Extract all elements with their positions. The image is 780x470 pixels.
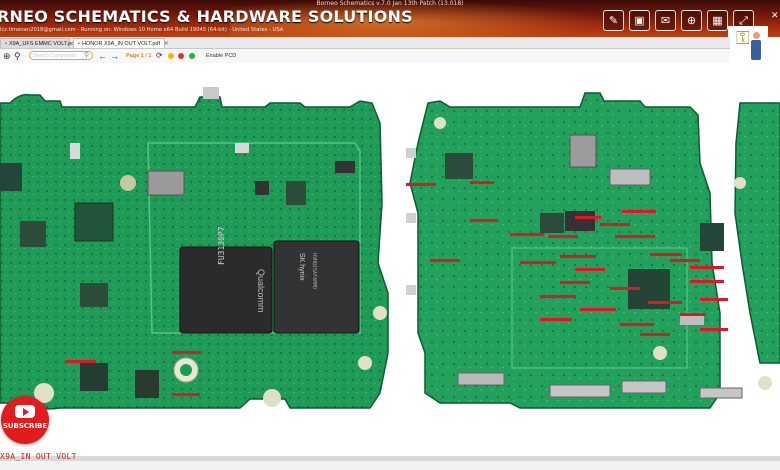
share-icon[interactable]: ⤢ bbox=[733, 10, 754, 31]
notes-icon[interactable]: ✎ bbox=[603, 10, 624, 31]
license-key-icon[interactable]: ⚿ bbox=[728, 26, 768, 68]
page-indicator: Page 1 / 1 bbox=[126, 53, 152, 59]
document-tabs: ▪X9A_UFS EMMC VOLT.pdf✕ ▪HONOR X9A_IN OU… bbox=[0, 37, 730, 49]
close-tab-icon[interactable]: ✕ bbox=[164, 41, 169, 47]
zoom-icon[interactable]: ⊕ bbox=[681, 10, 702, 31]
voltage-markers[interactable] bbox=[406, 181, 728, 336]
status-dot-red[interactable] bbox=[178, 53, 184, 59]
search-submit-icon[interactable]: ⚲ bbox=[84, 52, 90, 59]
close-icon[interactable]: ✕ bbox=[771, 10, 779, 20]
window-title: Borneo Schematics v.7.0 Jan 13th Patch (… bbox=[316, 0, 464, 7]
zoom-in-icon[interactable]: ⊕ bbox=[3, 51, 11, 61]
memory-chip bbox=[273, 240, 360, 334]
tab-emmc-volt[interactable]: ▪X9A_UFS EMMC VOLT.pdf✕ bbox=[0, 38, 84, 48]
youtube-play-icon bbox=[15, 405, 35, 418]
forward-arrow-icon[interactable]: → bbox=[110, 51, 119, 61]
pcb-view[interactable]: FU3130P7 Qualcomm SK hynix H9HQ15AFAMMD bbox=[0, 63, 780, 463]
search-icon[interactable]: ⚲ bbox=[14, 51, 21, 61]
chat-icon[interactable]: ✉ bbox=[655, 10, 676, 31]
status-dot-green[interactable] bbox=[189, 53, 195, 59]
viewer-toolbar: ⊕ ⚲ Search Component ⚲ ← → Page 1 / 1 ⟳ … bbox=[0, 49, 730, 64]
enable-pcd-toggle[interactable]: Enable PCD bbox=[206, 53, 237, 59]
subscribe-badge[interactable]: SUBSCRIBE bbox=[1, 396, 49, 444]
left-pcb: FU3130P7 Qualcomm SK hynix H9HQ15AFAMMD bbox=[0, 87, 389, 410]
tab-in-out-volt[interactable]: ▪HONOR X9A_IN OUT VOLT.pdf ✕ bbox=[73, 38, 169, 48]
license-info: lcz.timenan2018@gmail.com - Running on: … bbox=[0, 27, 284, 33]
back-arrow-icon[interactable]: ← bbox=[98, 51, 107, 61]
grid-icon[interactable]: ▦ bbox=[707, 10, 728, 31]
tab-label: X9A_UFS EMMC VOLT.pdf bbox=[8, 41, 76, 47]
soc-marking: FU3130P7 bbox=[217, 226, 226, 265]
pdf-icon: ▪ bbox=[78, 41, 80, 47]
tab-label: HONOR X9A_IN OUT VOLT.pdf bbox=[81, 41, 160, 47]
header-banner: Borneo Schematics v.7.0 Jan 13th Patch (… bbox=[0, 0, 780, 37]
pdf-icon: ▪ bbox=[5, 41, 7, 47]
status-bar bbox=[0, 461, 780, 470]
status-dot-yellow[interactable] bbox=[168, 53, 174, 59]
right-pcb bbox=[406, 92, 780, 409]
board-canvas[interactable]: FU3130P7 Qualcomm SK hynix H9HQ15AFAMMD bbox=[0, 63, 780, 463]
memory-marking: H9HQ15AFAMMD bbox=[311, 253, 317, 289]
search-input[interactable]: Search Component bbox=[29, 51, 93, 60]
refresh-icon[interactable]: ⟳ bbox=[156, 51, 163, 60]
soc-chip bbox=[179, 246, 273, 334]
horizontal-scrollbar[interactable] bbox=[0, 456, 780, 461]
memory-brand: SK hynix bbox=[298, 253, 305, 281]
board-name: X9A_IN OUT VOLT bbox=[0, 452, 77, 461]
chip-brand: Qualcomm bbox=[256, 269, 266, 313]
brand-title: RNEO SCHEMATICS & HARDWARE SOLUTIONS bbox=[0, 7, 413, 26]
monitor-icon[interactable]: ▣ bbox=[629, 10, 650, 31]
subscribe-label: SUBSCRIBE bbox=[2, 422, 48, 430]
